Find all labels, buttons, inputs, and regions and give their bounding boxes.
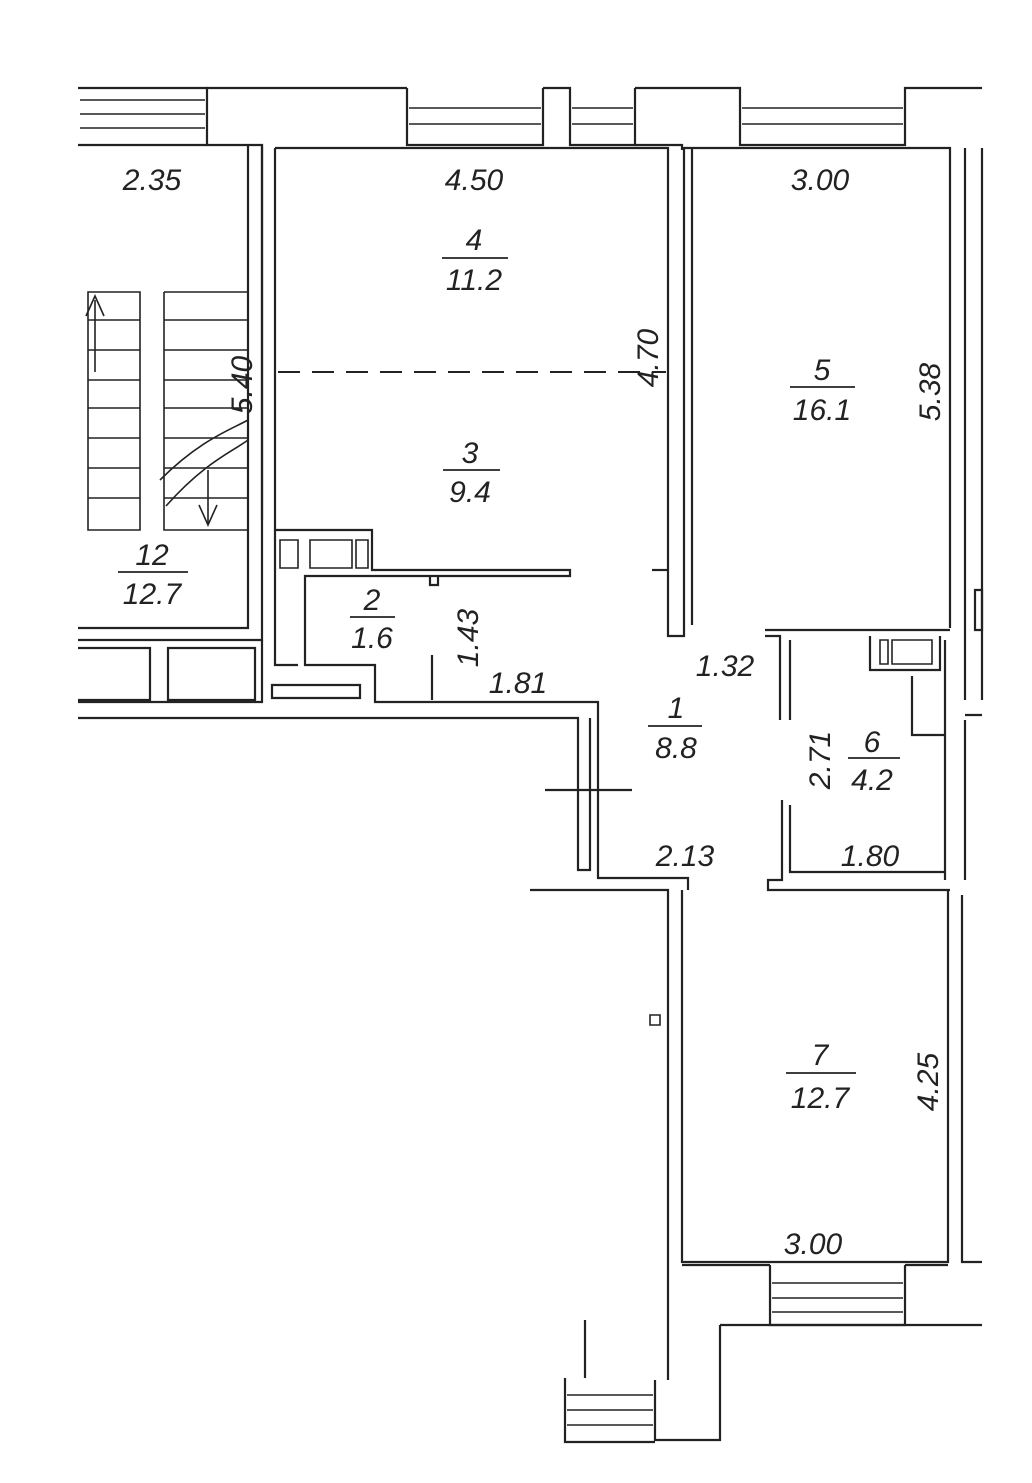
room-5-number: 5 (814, 354, 831, 387)
room-6-number: 6 (864, 726, 881, 759)
room-2-number: 2 (363, 584, 381, 617)
room-4-label: 4 11.2 (442, 224, 508, 297)
dim-1-43: 1.43 (452, 608, 485, 667)
dim-1-80: 1.80 (841, 840, 900, 873)
room-7-number: 7 (812, 1039, 830, 1072)
dim-1-32: 1.32 (696, 650, 755, 683)
room-4-number: 4 (466, 224, 483, 257)
dim-4-50: 4.50 (445, 164, 504, 197)
room-6-label: 6 4.2 (848, 726, 900, 797)
room-3-label: 3 9.4 (443, 437, 500, 509)
room-3-area: 9.4 (449, 476, 491, 509)
dim-4-70: 4.70 (632, 328, 665, 387)
room-12-number: 12 (135, 539, 169, 572)
dim-5-38: 5.38 (914, 362, 947, 421)
dim-2-35: 2.35 (122, 164, 182, 197)
dim-2-13: 2.13 (655, 840, 715, 873)
dim-3-00-bottom: 3.00 (784, 1228, 843, 1261)
stair-treads (85, 291, 249, 531)
room-1-label: 1 8.8 (648, 692, 702, 765)
room-5-area: 16.1 (793, 394, 851, 427)
room-7-area: 12.7 (791, 1082, 851, 1115)
room-1-number: 1 (668, 692, 685, 725)
dim-4-25: 4.25 (912, 1052, 945, 1111)
dim-3-00-top: 3.00 (791, 164, 850, 197)
room-2-label: 2 1.6 (350, 584, 395, 655)
room-2-area: 1.6 (351, 622, 393, 655)
room-6-area: 4.2 (851, 764, 893, 797)
room-12-area: 12.7 (123, 578, 183, 611)
dim-5-40: 5.40 (226, 355, 259, 414)
dim-2-71: 2.71 (804, 731, 837, 790)
room-labels: 4 11.2 3 9.4 5 16.1 12 12.7 2 1.6 (118, 224, 900, 1115)
room-7-label: 7 12.7 (786, 1039, 856, 1115)
room-5-label: 5 16.1 (790, 354, 855, 427)
dimension-labels: 2.35 4.50 3.00 4.70 5.38 5.40 1.43 1.81 … (122, 164, 947, 1261)
walls (78, 86, 984, 1444)
room-4-area: 11.2 (446, 264, 502, 297)
room-3-number: 3 (462, 437, 479, 470)
room-12-label: 12 12.7 (118, 539, 188, 611)
room-1-area: 8.8 (655, 732, 697, 765)
dim-1-81: 1.81 (489, 667, 547, 700)
